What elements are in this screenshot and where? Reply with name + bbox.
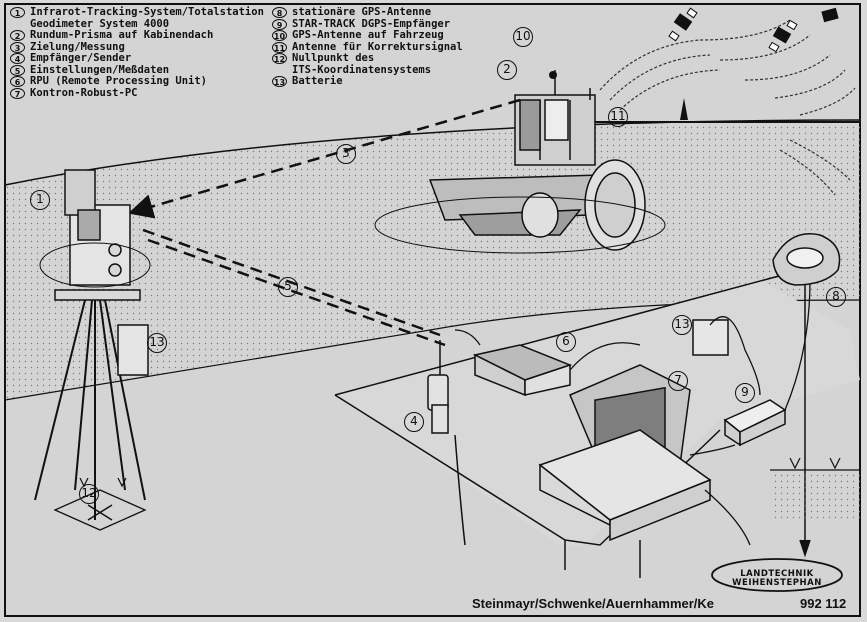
legend-number: 7: [10, 88, 25, 99]
legend-item: 6 RPU (Remote Processing Unit): [10, 76, 264, 88]
callout-12: 12: [79, 484, 99, 504]
legend-item: 10 GPS-Antenne auf Fahrzeug: [272, 30, 463, 42]
legend-text: Batterie: [292, 76, 343, 88]
legend-number: 2: [10, 30, 25, 41]
legend-number: 4: [10, 53, 25, 64]
legend-text: RPU (Remote Processing Unit): [30, 76, 207, 88]
soil-sample: [770, 470, 860, 520]
footer-authors: Steinmayr/Schwenke/Auernhammer/Ke: [472, 596, 714, 611]
legend-item: 13 Batterie: [272, 76, 463, 88]
battery-tripod: [118, 325, 148, 375]
callout-10: 10: [513, 27, 533, 47]
legend-text: GPS-Antenne auf Fahrzeug: [292, 30, 444, 42]
callout-13-tripod: 13: [147, 333, 167, 353]
callout-4: 4: [404, 412, 424, 432]
legend-item: 4 Empfänger/Sender: [10, 53, 264, 65]
legend-number: 5: [10, 65, 25, 76]
legend-number: 6: [10, 76, 25, 87]
legend-number: 9: [272, 19, 287, 30]
legend-number: 10: [272, 30, 287, 41]
legend-number: 13: [272, 76, 287, 87]
legend-text: Empfänger/Sender: [30, 53, 131, 65]
callout-6: 6: [556, 332, 576, 352]
callout-13-table: 13: [672, 315, 692, 335]
legend-text: Nullpunkt des: [292, 53, 374, 65]
callout-8: 8: [826, 287, 846, 307]
callout-9: 9: [735, 383, 755, 403]
legend-number: 1: [10, 7, 25, 18]
callout-3: 3: [336, 144, 356, 164]
callout-1: 1: [30, 190, 50, 210]
legend-text: Kontron-Robust-PC: [30, 88, 137, 100]
footer-code: 992 112: [800, 596, 846, 611]
callout-7: 7: [668, 371, 688, 391]
callout-2: 2: [497, 60, 517, 80]
legend-number: 3: [10, 42, 25, 53]
callout-5: 5: [278, 277, 298, 297]
logo: LANDTECHNIK WEIHENSTEPHAN: [716, 570, 838, 588]
legend-text: stationäre GPS-Antenne: [292, 7, 431, 19]
legend-item: 7 Kontron-Robust-PC: [10, 88, 264, 100]
callout-11: 11: [608, 107, 628, 127]
legend-number: 11: [272, 42, 287, 53]
legend-text: Infrarot-Tracking-System/Totalstation: [30, 7, 264, 19]
legend-text: Rundum-Prisma auf Kabinendach: [30, 30, 213, 42]
legend-item: 1 Infrarot-Tracking-System/Totalstation: [10, 7, 264, 19]
legend-item: 2 Rundum-Prisma auf Kabinendach: [10, 30, 264, 42]
logo-line2: WEIHENSTEPHAN: [716, 579, 838, 588]
legend-number: 8: [272, 7, 287, 18]
rundum-prisma: [549, 71, 557, 79]
legend-number: 12: [272, 53, 287, 64]
legend-item: 8 stationäre GPS-Antenne: [272, 7, 463, 19]
legend-item: 12 Nullpunkt des: [272, 53, 463, 65]
